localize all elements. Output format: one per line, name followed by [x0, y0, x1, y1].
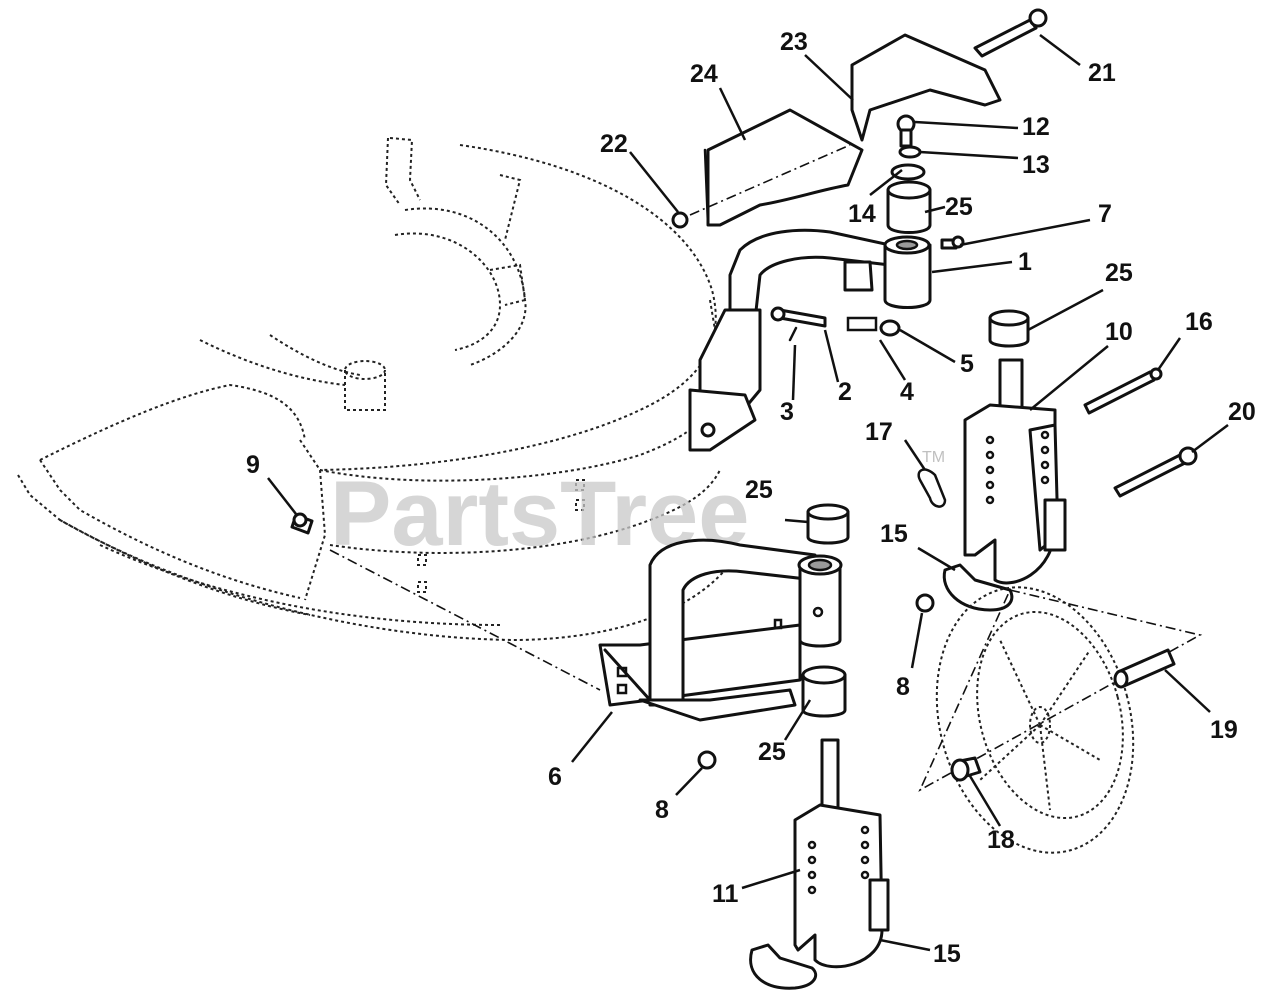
washer-5: [879, 319, 901, 337]
hairpin-17: [917, 468, 947, 508]
bushing-25-middle: [806, 503, 850, 545]
guard-bracket-23: [850, 33, 1002, 142]
arm-tube-1: [688, 228, 932, 452]
hub-cap-18: [950, 756, 982, 782]
callout-17: 17: [865, 418, 893, 446]
callout-20: 20: [1228, 398, 1256, 426]
axle-19: [1113, 648, 1176, 689]
bushing-25-lower: [801, 665, 847, 718]
bushing-25-top: [886, 180, 932, 234]
screw-12: [896, 114, 916, 148]
callout-23: 23: [780, 28, 808, 56]
bolt-21: [973, 8, 1048, 58]
callout-9: 9: [246, 451, 260, 479]
callout-8-lower: 8: [655, 796, 669, 824]
bolt-20: [1113, 446, 1198, 498]
callout-2: 2: [838, 378, 852, 406]
callout-19: 19: [1210, 716, 1238, 744]
callout-7: 7: [1098, 200, 1112, 228]
mower-deck-outline: [17, 137, 726, 642]
bolt-16: [1083, 367, 1163, 415]
wheel: [918, 586, 1203, 854]
guard-bracket-24: [689, 108, 864, 227]
callout-10: 10: [1105, 318, 1133, 346]
nut-8-lower: [697, 750, 717, 770]
callout-25-lower: 25: [758, 738, 786, 766]
callout-18: 18: [987, 826, 1015, 854]
lower-arm-6: [329, 538, 843, 722]
washer-14: [890, 163, 926, 181]
callouts: 21 23 24 12 13 22 14 25 7 1 25 16 10 5 2…: [246, 28, 1256, 968]
callout-11: 11: [712, 880, 739, 908]
nut-22: [671, 211, 689, 229]
callout-1: 1: [1018, 248, 1032, 276]
callout-15-right: 15: [880, 520, 908, 548]
callout-12: 12: [1022, 113, 1050, 141]
callout-14: 14: [848, 200, 876, 228]
callout-8-right: 8: [896, 673, 910, 701]
callout-25-top: 25: [945, 193, 973, 221]
leader-lines: [267, 34, 1229, 952]
callout-3: 3: [780, 398, 794, 426]
nut-8-right: [915, 593, 935, 613]
callout-4: 4: [900, 378, 914, 406]
caster-yoke-11: [749, 738, 890, 990]
pin-2: [770, 306, 827, 328]
caster-yoke-10: [942, 358, 1067, 612]
callout-24: 24: [690, 60, 718, 88]
lock-washer-13: [898, 145, 922, 159]
watermark-trademark: TM: [922, 449, 945, 466]
callout-5: 5: [960, 350, 974, 378]
callout-22: 22: [600, 130, 628, 158]
bushing-25-right: [988, 309, 1030, 348]
callout-25-middle: 25: [745, 476, 773, 504]
callout-21: 21: [1088, 59, 1116, 87]
spring-4: [846, 316, 878, 332]
grease-fitting-7: [940, 235, 965, 250]
callout-6: 6: [548, 763, 562, 791]
bolt-9: [290, 512, 314, 535]
callout-16: 16: [1185, 308, 1213, 336]
callout-15-lower: 15: [933, 940, 961, 968]
callout-25-right: 25: [1105, 259, 1133, 287]
cotter-pin-3: [788, 326, 798, 342]
callout-13: 13: [1022, 151, 1050, 179]
